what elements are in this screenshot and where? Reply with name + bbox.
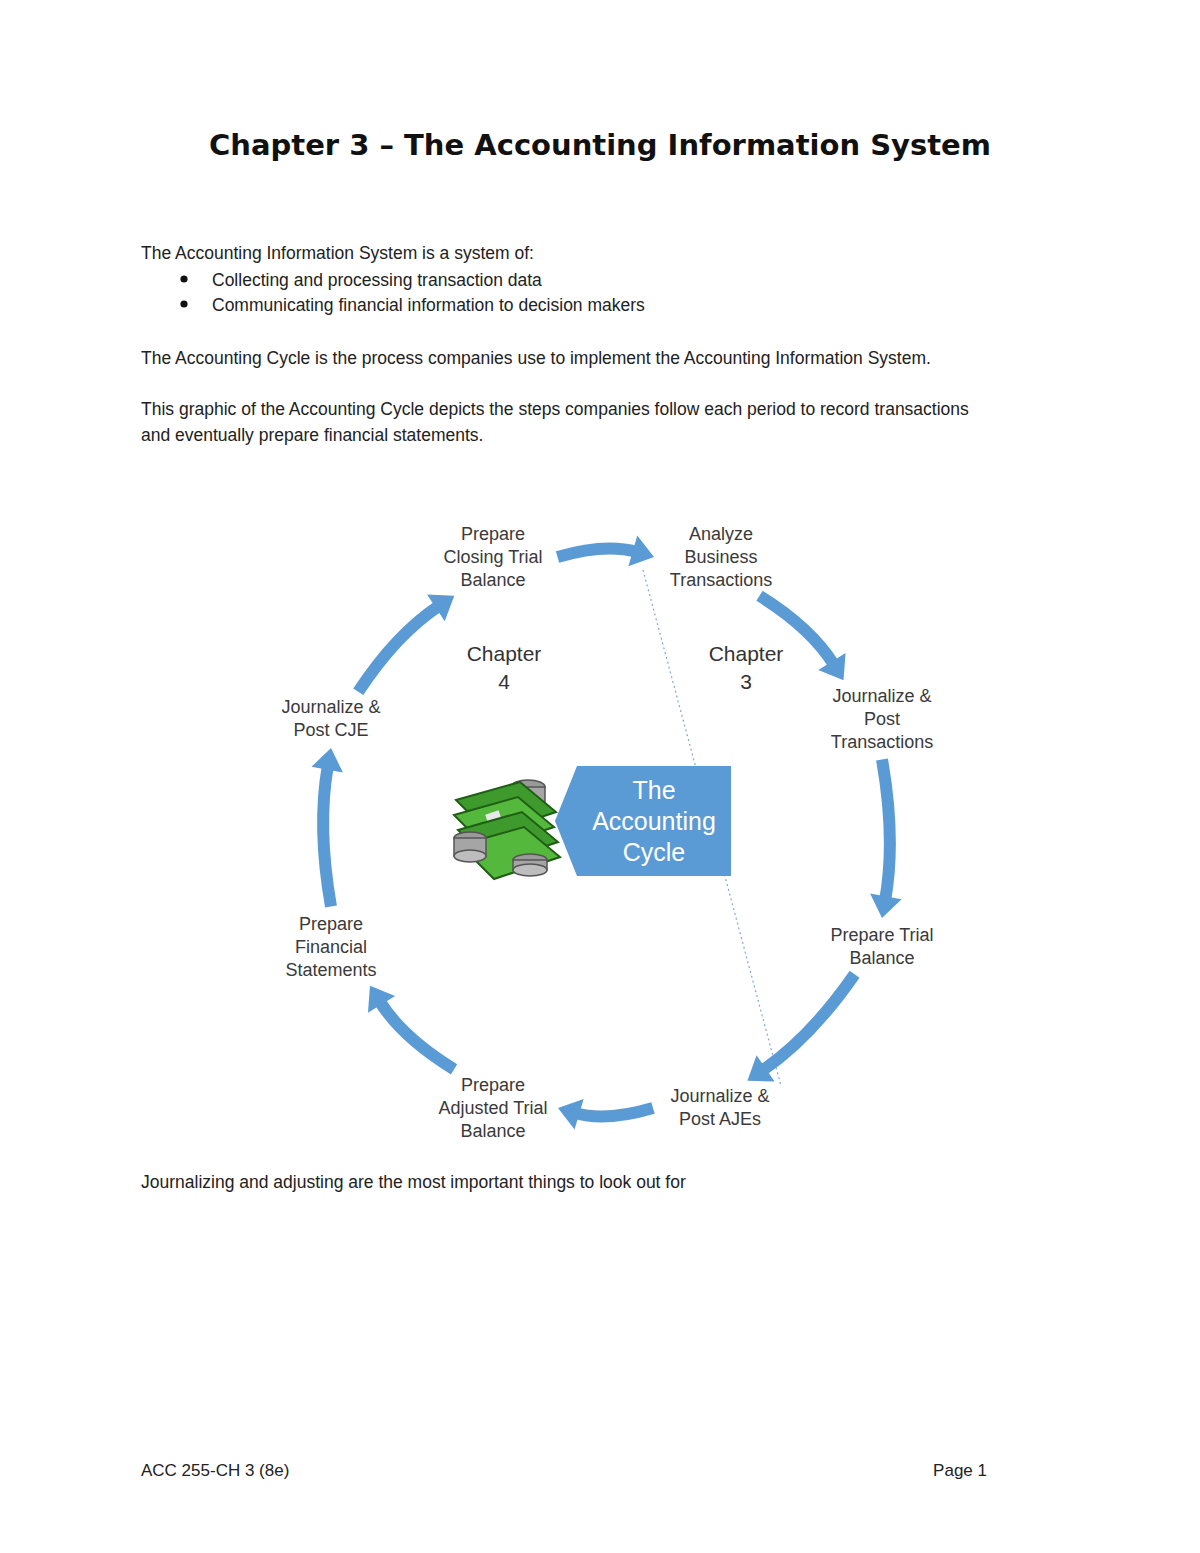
cycle-banner: The Accounting Cycle [555, 766, 731, 876]
step-text: Analyze Business Transactions [660, 523, 782, 592]
arrow-head [818, 653, 845, 680]
step-text: Prepare Adjusted Trial Balance [434, 1074, 552, 1143]
cycle-step: Journalize & Post AJEs [659, 1085, 781, 1131]
cycle-step: Analyze Business Transactions [660, 523, 782, 592]
cycle-arrow [870, 760, 902, 919]
bullet-text: Collecting and processing transaction da… [212, 267, 1062, 293]
cycle-step: Journalize & Post CJE [270, 696, 392, 742]
bullet-text: Communicating financial information to d… [212, 292, 1062, 318]
arrow-shaft [882, 760, 890, 901]
cycle-arrow [358, 595, 454, 692]
page-number: Page 1 [787, 1458, 987, 1484]
step-text: Prepare Trial Balance [821, 924, 943, 970]
arrow-head [311, 748, 343, 772]
cycle-step: Prepare Closing Trial Balance [435, 523, 552, 592]
arrow-shaft [379, 1001, 454, 1069]
step-text: Journalize & Post Transactions [821, 685, 943, 754]
banner-text: The Accounting Cycle [583, 775, 725, 868]
arrow-shaft [358, 606, 439, 692]
cycle-arrow [747, 974, 854, 1081]
arrow-head [427, 595, 454, 622]
chapter-label: Chapter 4 [459, 640, 549, 696]
bullet-dot [180, 275, 187, 282]
cycle-arrow [760, 596, 846, 680]
arrow-head [628, 536, 654, 567]
page-title: Chapter 3 – The Accounting Information S… [0, 128, 1200, 162]
step-text: Prepare Closing Trial Balance [435, 523, 552, 592]
arrow-head [747, 1055, 774, 1081]
chapter-label: Chapter 3 [701, 640, 791, 696]
note-text: Journalizing and adjusting are the most … [141, 1169, 1091, 1195]
arrow-shaft [762, 974, 854, 1070]
step-text: Journalize & Post CJE [270, 696, 392, 742]
body-paragraph: This graphic of the Accounting Cycle dep… [141, 396, 981, 449]
cycle-step: Prepare Financial Statements [275, 913, 387, 982]
cycle-arrow [558, 536, 655, 567]
arrow-shaft [323, 766, 331, 907]
cycle-step: Prepare Adjusted Trial Balance [434, 1074, 552, 1143]
arrow-shaft [760, 596, 835, 665]
cycle-step: Journalize & Post Transactions [821, 685, 943, 754]
cycle-arrow [368, 986, 454, 1070]
arrow-head [870, 894, 902, 918]
arrow-shaft [558, 548, 637, 557]
bullet-dot [180, 300, 187, 307]
body-paragraph: The Accounting Cycle is the process comp… [141, 345, 1141, 371]
arrow-head [368, 986, 395, 1013]
footer-text: ACC 255-CH 3 (8e) [141, 1458, 441, 1484]
cycle-arrow [558, 1099, 653, 1130]
cycle-arrow [311, 748, 343, 907]
step-text: Journalize & Post AJEs [659, 1085, 781, 1131]
money-illustration [454, 780, 560, 879]
banner-outline [555, 766, 731, 876]
cycle-step: Prepare Trial Balance [821, 924, 943, 970]
intro-text: The Accounting Information System is a s… [141, 240, 1091, 266]
arrow-shaft [575, 1108, 653, 1117]
arrow-head [558, 1099, 584, 1130]
step-text: Prepare Financial Statements [275, 913, 387, 982]
